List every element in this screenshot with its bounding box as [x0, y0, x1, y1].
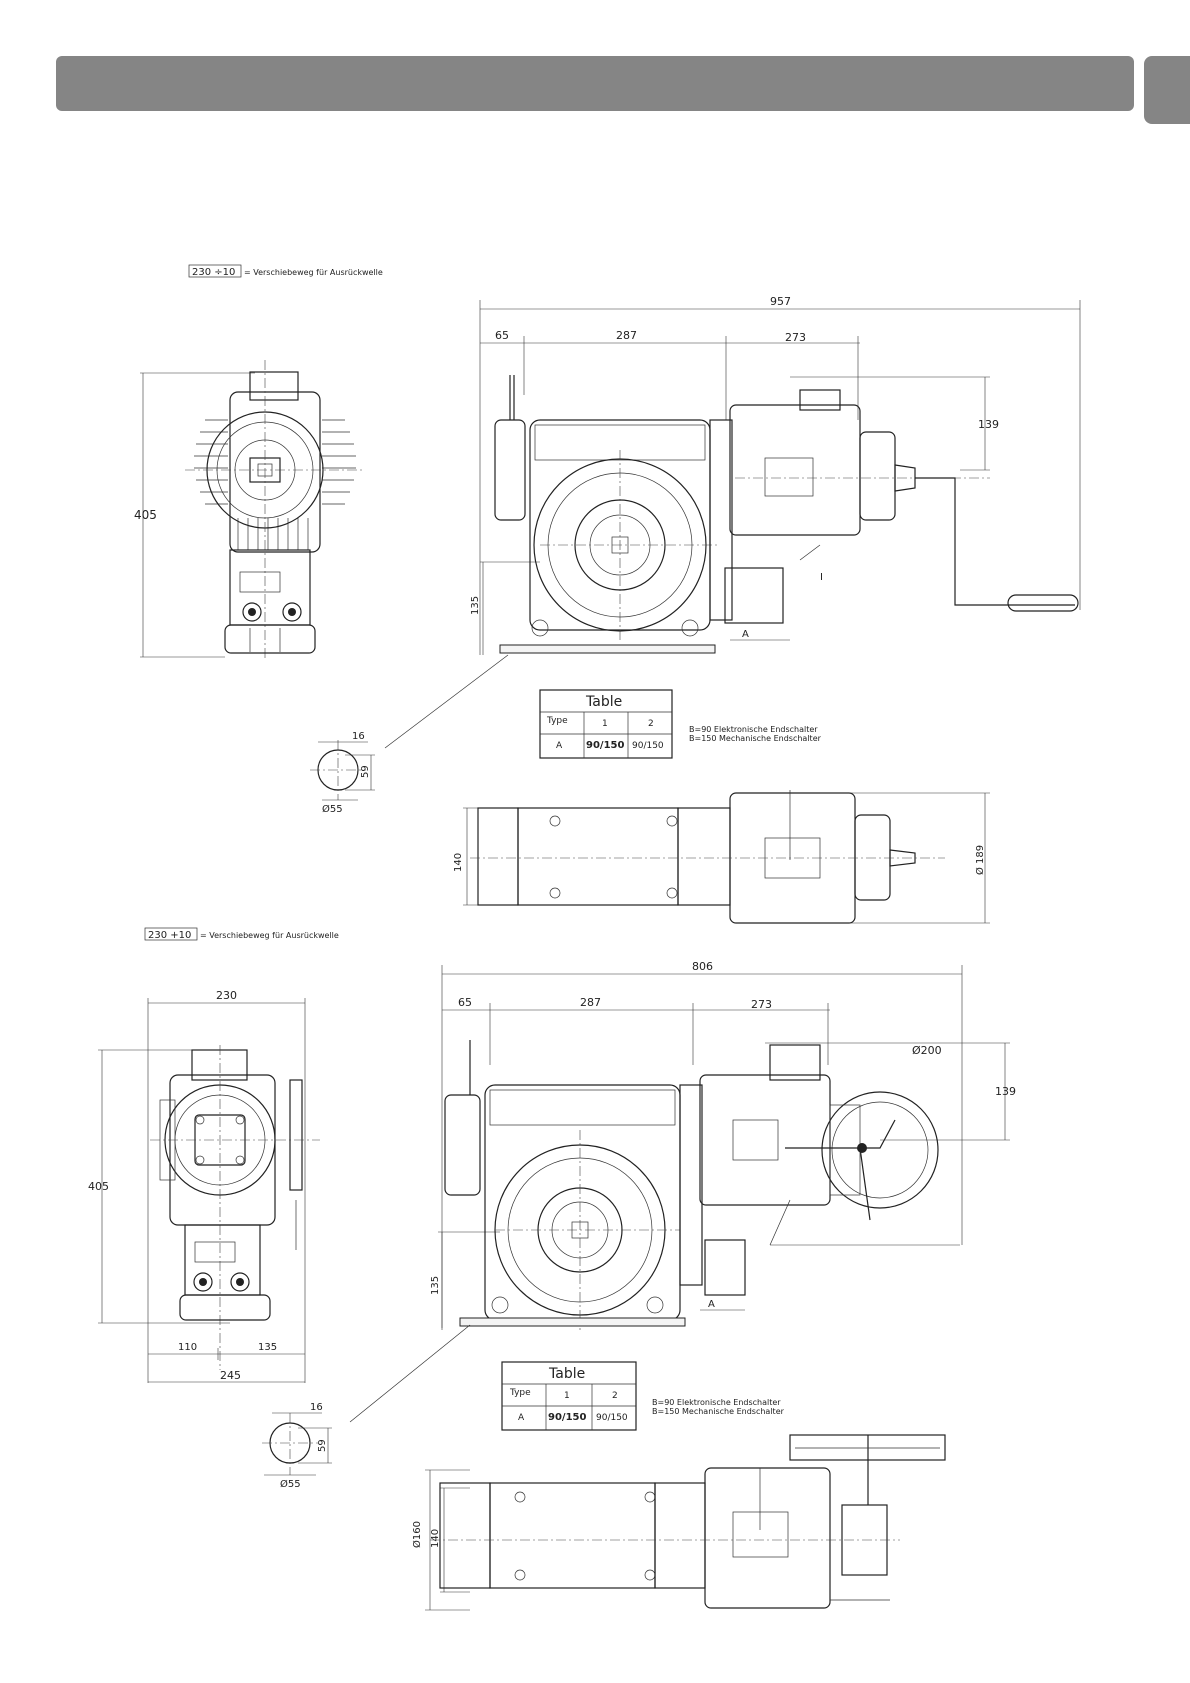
table-col2-1: 2 [648, 719, 654, 729]
stroke-note-2-box: 230 +10 [148, 930, 191, 941]
seg3-1: 273 [785, 331, 806, 344]
front-width-2: 230 [216, 989, 237, 1002]
table-title-2: Table [548, 1366, 585, 1382]
front-bottom-total-2: 245 [220, 1369, 241, 1382]
detail-w-2: 16 [310, 1402, 323, 1413]
stroke-note-1: 230 ÷10 = Verschiebeweg für Ausrückwelle [188, 264, 383, 278]
detail-h-1: 59 [360, 765, 371, 778]
note-2b: B=150 Mechanische Endschalter [652, 1407, 785, 1416]
table-col0-2: Type [509, 1388, 531, 1398]
table-val2-1: 90/150 [632, 741, 664, 751]
table-col0-1: Type [546, 716, 568, 726]
top-height-1: 140 [453, 853, 464, 872]
front-bottom2-2: 135 [258, 1342, 277, 1353]
table-col1-1: 1 [602, 719, 608, 729]
side-view-1: 957 65 287 273 139 135 [384, 295, 1081, 749]
table-val1-1: 90/150 [586, 740, 624, 751]
detail-w-1: 16 [352, 731, 365, 742]
header-bar [56, 56, 1134, 111]
right-height-2: 139 [995, 1085, 1016, 1098]
shaft-detail-2: 16 59 Ø55 [262, 1402, 332, 1490]
top-dia-2: Ø160 [411, 1521, 423, 1548]
stroke-note-2: 230 +10 = Verschiebeweg für Ausrückwelle [144, 927, 339, 941]
detail-dia-2: Ø55 [280, 1478, 301, 1490]
table-col2-2: 2 [612, 1391, 618, 1401]
top-view-2: Ø160 140 [411, 1434, 946, 1611]
top-dia-1: Ø 189 [974, 845, 986, 875]
shaft-detail-1: 16 59 Ø55 [310, 731, 375, 815]
front-view-1: 405 [134, 360, 365, 660]
mark-i-1: I [820, 572, 823, 583]
note-1b: B=150 Mechanische Endschalter [689, 734, 822, 743]
note-2a: B=90 Elektronische Endschalter [652, 1398, 781, 1407]
label-a-2: A [708, 1299, 715, 1310]
type-table-2: Table Type 1 2 A 90/150 90/150 B=90 Elek… [501, 1361, 785, 1431]
overall-length-2: 806 [692, 960, 713, 973]
seg3-2: 273 [751, 998, 772, 1011]
detail-h-2: 59 [317, 1439, 328, 1452]
stroke-note-1-text: = Verschiebeweg für Ausrückwelle [244, 268, 383, 277]
drawing-2: 230 +10 = Verschiebeweg für Ausrückwelle… [88, 927, 1016, 1611]
table-row-1: A [556, 741, 563, 751]
front-bottom1-2: 110 [178, 1342, 197, 1353]
wheel-dia-2: Ø200 [912, 1044, 942, 1057]
label-a-1: A [742, 629, 749, 640]
stroke-note-1-box: 230 ÷10 [192, 267, 235, 278]
front-view-2: 230 405 110 135 245 [88, 989, 320, 1383]
table-row-2: A [518, 1413, 525, 1423]
front-height-2: 405 [88, 1180, 109, 1193]
front-height-1: 405 [134, 508, 157, 522]
header-tab [1144, 56, 1190, 124]
right-height-1: 139 [978, 418, 999, 431]
overall-length-1: 957 [770, 295, 791, 308]
table-title-1: Table [585, 694, 622, 710]
note-1a: B=90 Elektronische Endschalter [689, 725, 818, 734]
top-height-2: 140 [430, 1529, 441, 1548]
table-val2-2: 90/150 [596, 1413, 628, 1423]
seg1-1: 65 [495, 329, 509, 342]
stroke-note-2-text: = Verschiebeweg für Ausrückwelle [200, 931, 339, 940]
side-view-2: 806 65 287 273 139 Ø200 135 [349, 960, 1016, 1423]
table-col1-2: 1 [564, 1391, 570, 1401]
bottom-height-2: 135 [430, 1276, 441, 1295]
drawing-1: 230 ÷10 = Verschiebeweg für Ausrückwelle… [134, 264, 1081, 924]
top-view-1: 140 Ø 189 [453, 790, 990, 924]
seg1-2: 65 [458, 996, 472, 1009]
table-val1-2: 90/150 [548, 1412, 586, 1423]
seg2-1: 287 [616, 329, 637, 342]
bottom-height-1: 135 [470, 596, 481, 615]
seg2-2: 287 [580, 996, 601, 1009]
type-table-1: Table Type 1 2 A 90/150 90/150 B=90 Elek… [539, 689, 822, 759]
detail-dia-1: Ø55 [322, 803, 343, 815]
